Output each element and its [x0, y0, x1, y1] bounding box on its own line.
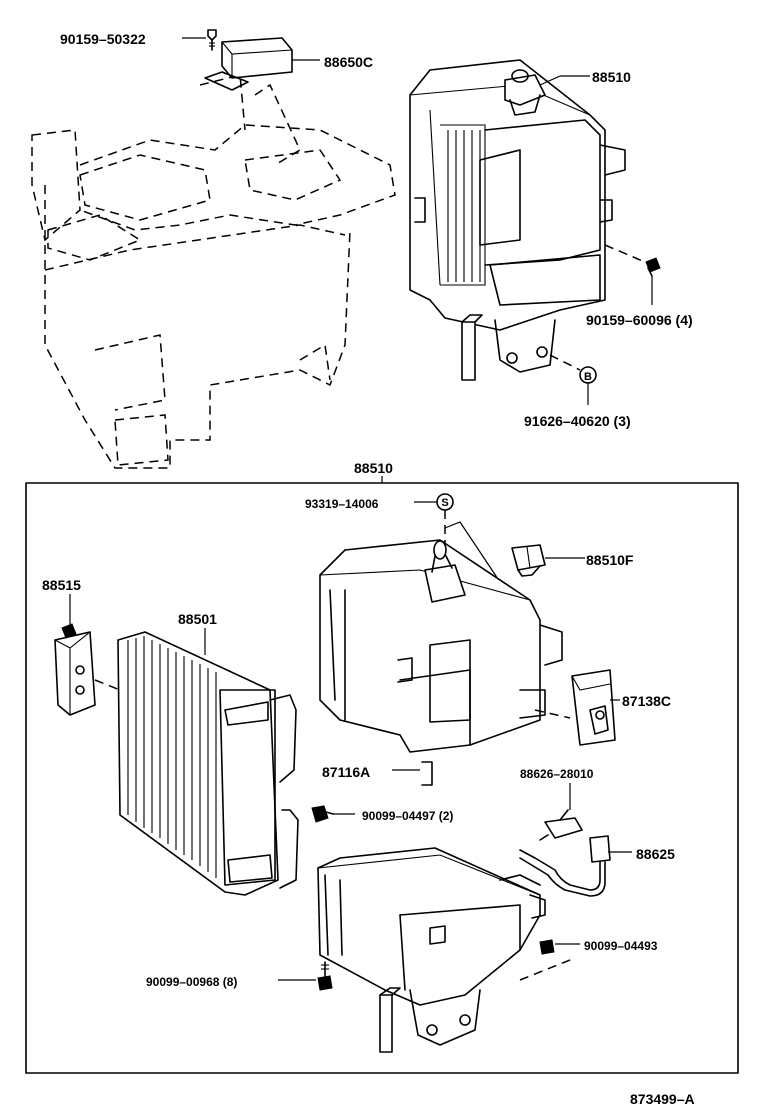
label-88501: 88501: [178, 611, 217, 627]
dashed-guide: [94, 679, 126, 693]
label-88510-top: 88510: [592, 69, 631, 85]
dashed-guide: [534, 709, 571, 719]
label-88510f: 88510F: [586, 552, 634, 568]
wire-harness-88625: [519, 835, 611, 897]
thermistor-87138c: [571, 669, 616, 746]
dashed-guide: [604, 244, 646, 263]
evaporator-fins-top: [447, 130, 481, 282]
label-88510-box: 88510: [354, 460, 393, 476]
s-marker-letter: S: [441, 497, 448, 509]
label-90159-50322: 90159–50322: [60, 31, 146, 47]
expansion-valve-88515: [54, 623, 96, 716]
label-90159-60096: 90159–60096 (4): [586, 312, 693, 328]
label-90099-04493: 90099–04493: [584, 939, 658, 953]
relay-88650c: [204, 37, 293, 91]
leader-line: [539, 75, 561, 86]
label-87138c: 87138C: [622, 693, 671, 709]
thermistor-88626-28010: [539, 809, 583, 841]
label-88625: 88625: [636, 846, 675, 862]
screw-90099-04497: [311, 805, 334, 823]
clip-87116a: [421, 761, 433, 786]
drawing-number: 873499–A: [630, 1091, 695, 1107]
screw-90159-60096: [645, 257, 661, 277]
dashed-guide: [549, 354, 581, 371]
s-marker-93319-14006: S: [436, 493, 454, 511]
b-marker-91626-40620: B: [579, 366, 597, 384]
label-91626-40620: 91626–40620 (3): [524, 413, 631, 429]
upper-case: [319, 539, 563, 753]
label-93319-14006: 93319–14006: [305, 497, 379, 511]
b-marker-letter: B: [584, 371, 592, 383]
evaporator-88501: [117, 631, 299, 896]
dashed-guide: [519, 957, 576, 981]
label-90099-04497: 90099–04497 (2): [362, 809, 453, 823]
cooling-unit-assembly-top: [409, 59, 626, 381]
screw-90159-50322: [207, 29, 217, 51]
screw-90099-04493: [539, 939, 555, 955]
lower-case: [317, 847, 546, 1053]
label-88515: 88515: [42, 577, 81, 593]
label-88626-28010: 88626–28010: [520, 767, 594, 781]
relay-88510f: [511, 544, 546, 577]
evaporator-fins-lower: [127, 636, 217, 878]
label-87116a: 87116A: [322, 764, 370, 780]
label-90099-00968: 90099–00968 (8): [146, 975, 237, 989]
label-88650c: 88650C: [324, 54, 373, 70]
screw-90099-00968: [317, 961, 333, 991]
air-duct-housing: [31, 74, 396, 469]
